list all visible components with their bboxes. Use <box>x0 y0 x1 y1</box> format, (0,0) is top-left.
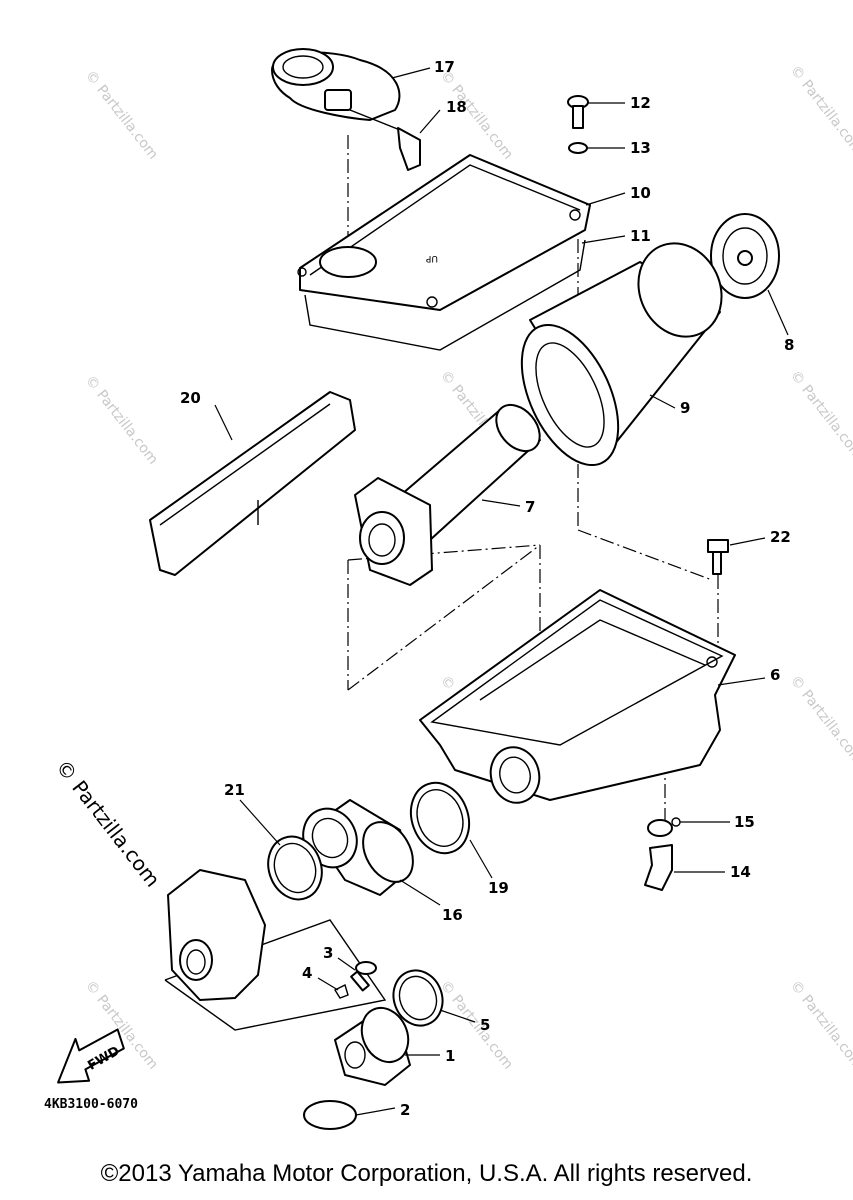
filter-cap <box>710 213 780 299</box>
label-22: 22 <box>770 528 791 546</box>
filter-guide <box>354 403 541 586</box>
watermark-text: © Partzilla.com <box>787 978 853 1073</box>
label-5: 5 <box>480 1016 490 1034</box>
watermark-text: © Partzilla.com <box>82 373 161 468</box>
breather-hose <box>349 109 421 171</box>
cover-gasket <box>304 239 586 351</box>
joint-clamp-21 <box>267 835 323 901</box>
label-2: 2 <box>400 1101 410 1119</box>
label-10: 10 <box>630 184 651 202</box>
label-13: 13 <box>630 139 651 157</box>
label-4: 4 <box>302 964 312 982</box>
drain-clamp <box>647 817 681 837</box>
screw <box>350 961 377 992</box>
carburetor <box>167 869 266 1001</box>
label-14: 14 <box>730 863 751 881</box>
case-bolt <box>707 539 729 575</box>
watermark-text: © Partzilla.com <box>787 368 853 463</box>
label-7: 7 <box>525 498 535 516</box>
drain-cap <box>644 844 673 891</box>
intake-duct <box>271 48 401 121</box>
part-number-labels: 17 18 12 13 10 11 8 9 20 7 22 6 15 14 19… <box>180 58 794 1119</box>
air-box-case <box>419 589 736 804</box>
forward-arrow-icon: FWD <box>57 1028 125 1084</box>
label-11: 11 <box>630 227 651 245</box>
label-16: 16 <box>442 906 463 924</box>
label-3: 3 <box>323 944 333 962</box>
joint-clamp-19 <box>409 781 471 855</box>
label-12: 12 <box>630 94 651 112</box>
watermark-text: © Partzilla.com <box>787 673 853 768</box>
label-18: 18 <box>446 98 467 116</box>
label-19: 19 <box>488 879 509 897</box>
label-20: 20 <box>180 389 201 407</box>
washer <box>568 142 588 154</box>
watermark-text: © Partzilla.com <box>82 68 161 163</box>
copyright-notice: ©2013 Yamaha Motor Corporation, U.S.A. A… <box>100 1160 753 1187</box>
label-9: 9 <box>680 399 690 417</box>
cover-bolt <box>567 95 589 129</box>
watermark-text: © Partzilla.com <box>787 63 853 158</box>
carb-clamp <box>392 969 444 1027</box>
air-box-cover: UP <box>297 154 591 311</box>
o-ring <box>303 1100 357 1130</box>
diagram-code: 4KB3100-6070 <box>44 1097 138 1112</box>
leader-lines <box>214 67 789 1116</box>
label-21: 21 <box>224 781 245 799</box>
label-6: 6 <box>770 666 780 684</box>
label-15: 15 <box>734 813 755 831</box>
carburetor-joint <box>334 1006 411 1086</box>
label-17: 17 <box>434 58 455 76</box>
filter-element <box>520 242 723 467</box>
air-box-joint <box>302 799 414 896</box>
clip <box>333 984 349 999</box>
seal-plate <box>149 391 356 576</box>
svg-text:UP: UP <box>425 253 438 263</box>
label-8: 8 <box>784 336 794 354</box>
label-1: 1 <box>445 1047 455 1065</box>
